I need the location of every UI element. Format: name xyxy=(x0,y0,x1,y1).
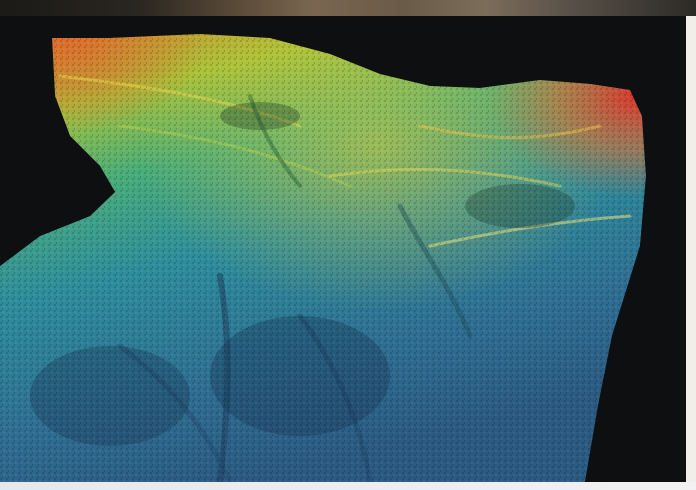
background-void-right xyxy=(585,90,686,482)
terrain-point-cloud xyxy=(0,16,686,482)
bottom-strip xyxy=(0,482,696,490)
top-photo-strip xyxy=(0,0,696,16)
background-void-left xyxy=(0,16,115,266)
right-map-edge xyxy=(686,16,696,482)
terrain-surface xyxy=(0,34,646,482)
